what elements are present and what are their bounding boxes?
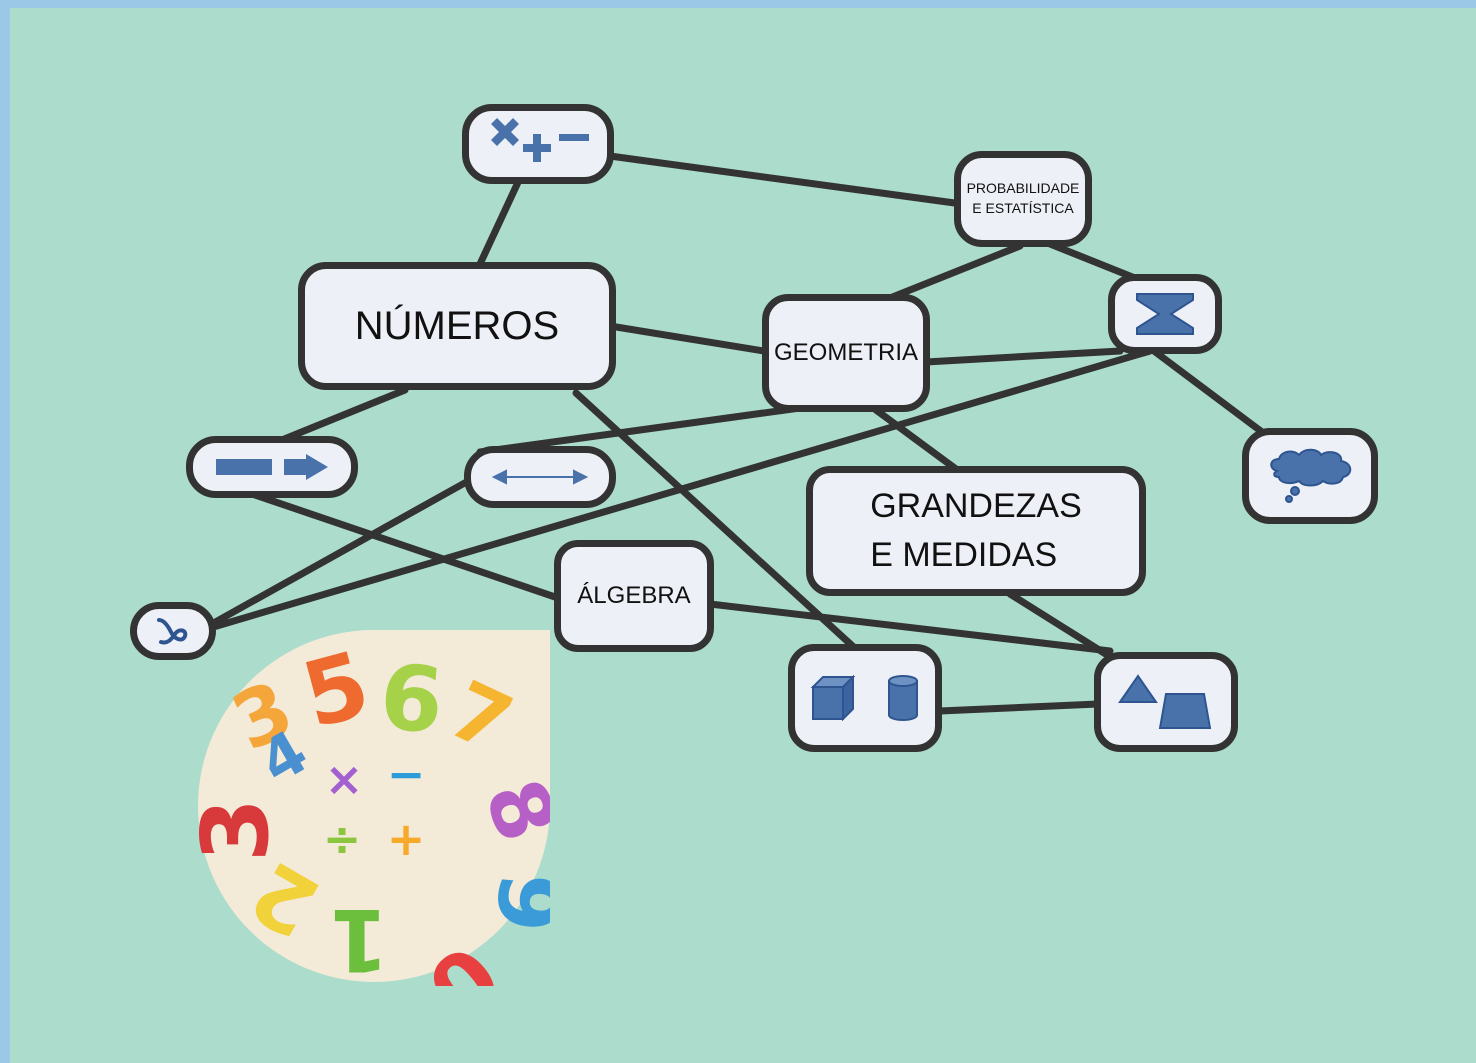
node-probabilidade[interactable]: PROBABILIDADE E ESTATÍSTICA [954,151,1092,247]
grandezas-line1: GRANDEZAS [870,486,1082,525]
probabilidade-line1: PROBABILIDADE [966,180,1080,197]
variable-icon [157,618,188,645]
digit-9: 9 [477,869,550,936]
cube-icon [810,674,856,722]
digit-6: 6 [376,645,448,755]
grandezas-line2: E MEDIDAS [870,536,1058,574]
cylinder-icon [888,675,918,721]
plane-shapes-icon [1118,674,1212,729]
probabilidade-line2: E ESTATÍSTICA [972,200,1074,216]
plus-symbol: + [387,812,426,866]
node-thought-cloud[interactable] [1242,428,1378,524]
connector-lines [206,152,1274,715]
node-grandezas[interactable]: GRANDEZAS E MEDIDAS [806,466,1146,596]
node-algebra[interactable]: ÁLGEBRA [554,540,714,652]
thought-cloud-icon [1270,448,1352,503]
digit-1: 1 [329,889,389,986]
minus-symbol: − [387,747,426,801]
node-geometria[interactable]: GEOMETRIA [762,294,930,412]
trapezoid-icon [1158,693,1212,729]
operations-icon [491,118,589,162]
concept-map: NÚMEROS PROBABILIDADE E ESTATÍSTICA GEOM… [10,8,1476,1063]
node-arrow-equation[interactable] [186,436,358,498]
node-solids[interactable] [788,644,942,752]
node-hourglass[interactable] [1108,274,1222,354]
triangle-icon [1118,674,1158,703]
digit-3b: 3 [194,798,289,862]
node-plane-shapes[interactable] [1094,652,1238,752]
node-algebra-label: ÁLGEBRA [577,582,691,610]
divide-symbol: ÷ [323,812,362,866]
node-operations[interactable] [462,104,614,184]
double-arrow-icon [491,469,589,485]
node-grandezas-label: GRANDEZAS E MEDIDAS [870,482,1082,581]
node-probabilidade-label: PROBABILIDADE E ESTATÍSTICA [967,179,1080,218]
numbers-illustration: 3 5 6 7 8 9 0 1 2 3 4 × − ÷ + [194,630,550,986]
node-variable[interactable] [130,602,216,660]
node-geometria-label: GEOMETRIA [773,339,918,367]
hourglass-icon [1136,293,1194,335]
node-double-arrow[interactable] [464,446,616,508]
times-symbol: × [325,752,364,806]
node-numeros[interactable]: NÚMEROS [298,262,616,390]
arrow-equation-icon [216,454,328,480]
node-numeros-label: NÚMEROS [354,304,560,348]
